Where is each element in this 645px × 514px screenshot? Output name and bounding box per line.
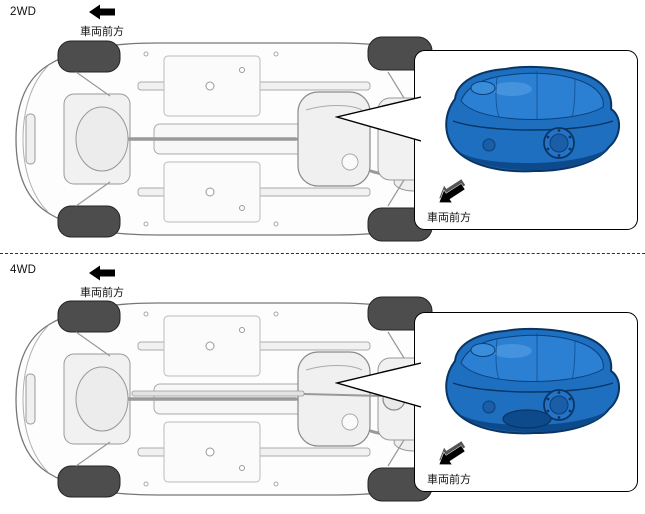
vehicle-front-label: 車両前方 — [80, 287, 124, 299]
fuel-tank-illustration-4wd — [425, 321, 629, 439]
fuel-tank-illustration-2wd — [425, 59, 629, 177]
callout-leader — [335, 362, 421, 408]
callout-vehicle-front-label: 車両前方 — [427, 474, 471, 486]
section-divider-dashed — [0, 253, 645, 254]
vehicle-front-indicator: 車両前方 — [72, 3, 132, 39]
vehicle-front-arrow-icon — [89, 264, 115, 282]
vehicle-front-indicator: 車両前方 — [72, 264, 132, 300]
section-4wd: 4WD 車両前方 — [0, 258, 645, 514]
vehicle-front-arrow-icon — [89, 3, 115, 21]
callout-vehicle-front-label: 車両前方 — [427, 212, 471, 224]
drive-type-label-4wd: 4WD — [10, 264, 37, 276]
callout-leader — [335, 96, 421, 142]
section-2wd: 2WD 車両前方 車両前方 — [0, 0, 645, 252]
vehicle-front-arrow-3d-icon — [438, 179, 466, 203]
propeller-shaft — [131, 390, 305, 397]
rear-drive-shaft — [303, 393, 383, 397]
fuel-tank-callout-box: 車両前方 — [414, 312, 638, 492]
fuel-tank-callout-box: 車両前方 — [414, 50, 638, 230]
vehicle-front-label: 車両前方 — [80, 26, 124, 38]
vehicle-front-arrow-3d-icon — [438, 441, 466, 465]
drive-type-label-2wd: 2WD — [10, 6, 37, 18]
